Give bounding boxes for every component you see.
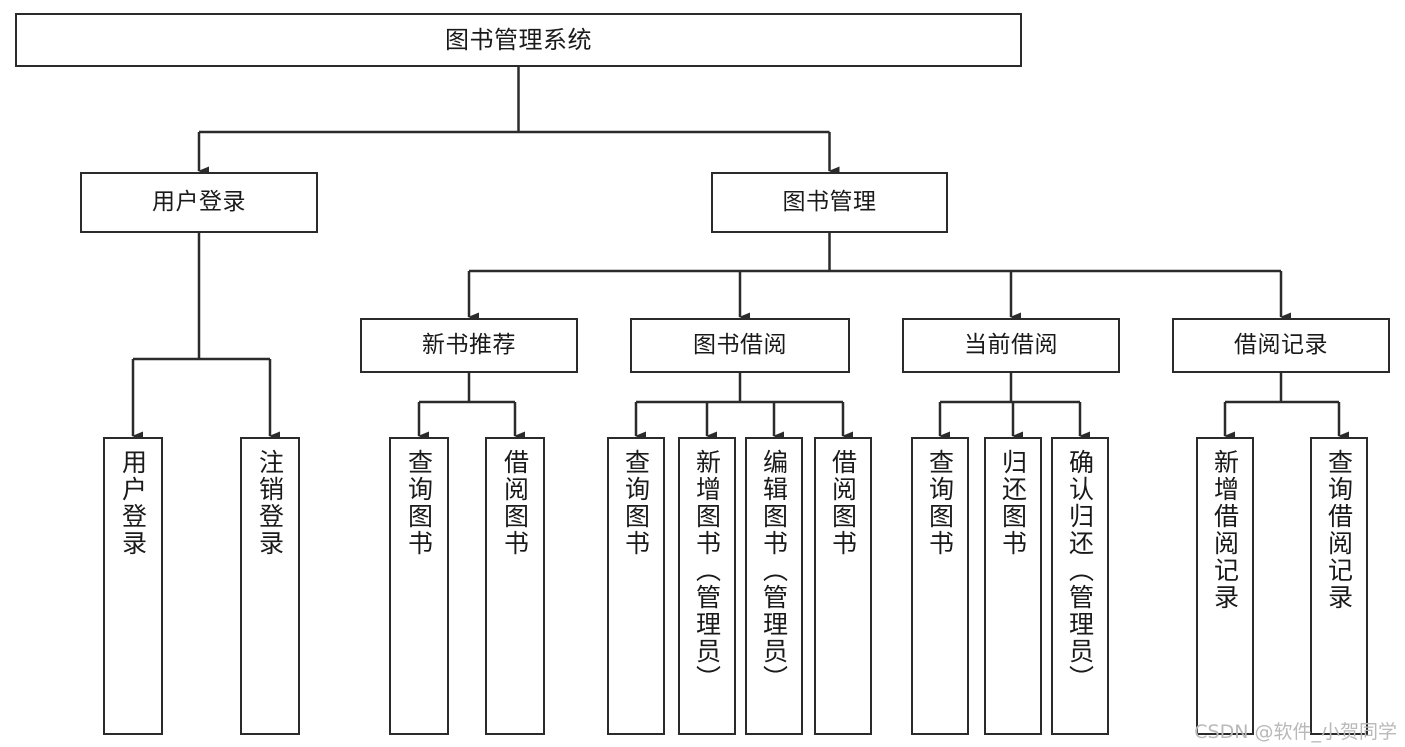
node-leaf-cur-3[interactable]: 确认归还（管理员） <box>1051 437 1109 735</box>
node-leaf-rec-2[interactable]: 查询借阅记录 <box>1310 437 1368 735</box>
node-leaf-login-1[interactable]: 用户登录 <box>103 437 163 735</box>
node-label: 确认归还（管理员） <box>1065 449 1095 692</box>
node-newbook[interactable]: 新书推荐 <box>360 318 578 373</box>
node-label: 图书借阅 <box>693 331 787 358</box>
node-label: 查询图书 <box>621 449 651 557</box>
node-leaf-borrow-4[interactable]: 借阅图书 <box>814 437 872 735</box>
node-borrow[interactable]: 图书借阅 <box>630 318 850 373</box>
node-root[interactable]: 图书管理系统 <box>15 13 1022 67</box>
node-bookmgmt[interactable]: 图书管理 <box>711 172 948 233</box>
node-leaf-borrow-2[interactable]: 新增图书（管理员） <box>678 437 736 735</box>
node-label: 查询借阅记录 <box>1324 449 1354 611</box>
node-current[interactable]: 当前借阅 <box>902 318 1120 373</box>
node-leaf-login-2[interactable]: 注销登录 <box>240 437 300 735</box>
node-leaf-cur-1[interactable]: 查询图书 <box>911 437 969 735</box>
node-label: 图书管理 <box>782 188 877 215</box>
node-record[interactable]: 借阅记录 <box>1172 318 1390 373</box>
node-label: 查询图书 <box>404 449 434 557</box>
node-label: 新增图书（管理员） <box>692 449 722 692</box>
node-label: 用户登录 <box>152 188 246 215</box>
node-label: 查询图书 <box>925 449 955 557</box>
node-leaf-new-2[interactable]: 借阅图书 <box>485 437 545 735</box>
edge-group <box>131 67 1349 441</box>
node-label: 借阅记录 <box>1234 331 1328 358</box>
node-label: 新书推荐 <box>422 331 516 358</box>
node-login[interactable]: 用户登录 <box>80 172 318 233</box>
node-label: 注销登录 <box>255 449 285 557</box>
node-label: 当前借阅 <box>964 331 1058 358</box>
node-label: 新增借阅记录 <box>1210 449 1240 611</box>
node-label: 归还图书 <box>998 449 1028 557</box>
node-label: 借阅图书 <box>828 449 858 557</box>
node-leaf-borrow-1[interactable]: 查询图书 <box>607 437 665 735</box>
node-leaf-rec-1[interactable]: 新增借阅记录 <box>1196 437 1254 735</box>
node-label: 图书管理系统 <box>445 25 592 54</box>
node-leaf-cur-2[interactable]: 归还图书 <box>984 437 1042 735</box>
node-leaf-borrow-3[interactable]: 编辑图书（管理员） <box>745 437 803 735</box>
node-label: 用户登录 <box>118 449 148 557</box>
node-label: 借阅图书 <box>500 449 530 557</box>
node-label: 编辑图书（管理员） <box>759 449 789 692</box>
node-leaf-new-1[interactable]: 查询图书 <box>389 437 449 735</box>
